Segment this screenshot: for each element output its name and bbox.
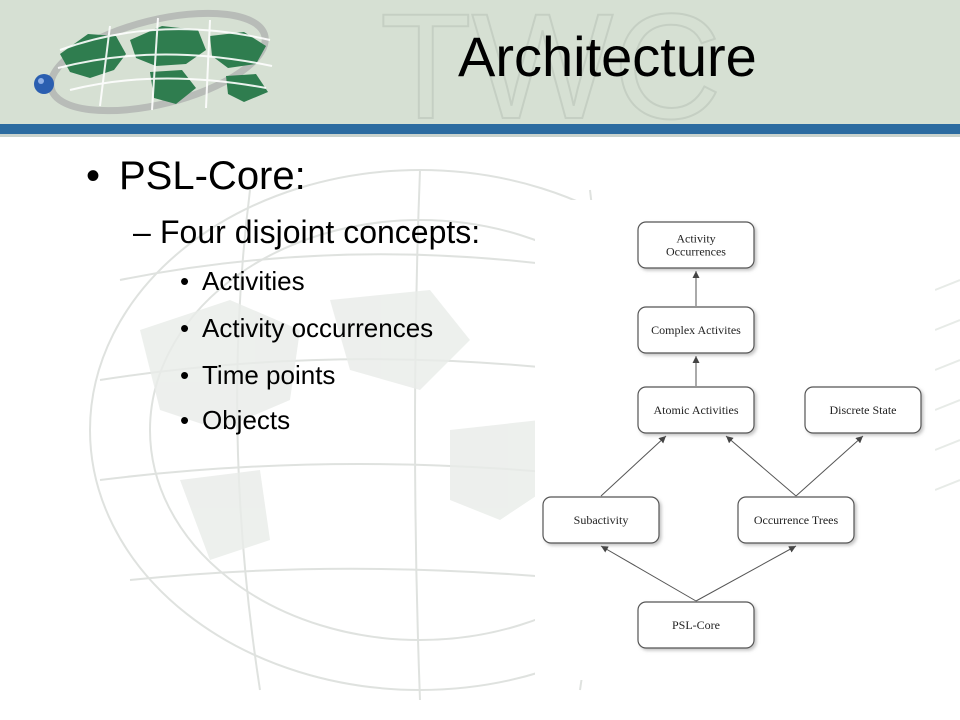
- bullet-level2: –Four disjoint concepts:: [133, 214, 480, 251]
- node-discrete-state: Discrete State: [804, 386, 922, 434]
- node-box: [637, 386, 755, 434]
- bullet-marker: •: [180, 360, 190, 390]
- bullet-marker: •: [180, 405, 190, 435]
- header-watermark-text: TWC: [380, 0, 722, 124]
- node-box: [737, 496, 855, 544]
- edge-occurrence_trees-to-atomic_activities: [725, 435, 797, 497]
- node-atomic-activities: Atomic Activities: [637, 386, 755, 434]
- bullet-level3-activities: • Activities: [180, 266, 305, 297]
- node-box: [637, 221, 755, 269]
- node-label: Occurrence Trees: [754, 513, 839, 527]
- header-watermark: TWC: [379, 0, 723, 124]
- bullet-level3-time-points: • Time points: [180, 360, 335, 391]
- bullet-marker: •: [86, 154, 101, 198]
- node-label: Occurrences: [666, 245, 726, 259]
- globe-logo-icon: [34, 9, 273, 115]
- header-divider-shadow: [0, 134, 960, 137]
- node-label: Complex Activites: [651, 323, 741, 337]
- node-box: [637, 601, 755, 649]
- bullet-text: Objects: [202, 405, 291, 435]
- node-subactivity: Subactivity: [542, 496, 660, 544]
- header-divider-bar: [0, 124, 960, 134]
- bullet-text: Time points: [202, 360, 336, 390]
- bullet-level3-activity-occurrences: • Activity occurrences: [180, 313, 433, 344]
- bullet-level1: • PSL-Core:: [86, 154, 306, 199]
- bullet-marker: –: [133, 214, 151, 250]
- bullet-text: PSL-Core:: [119, 154, 306, 198]
- slide-title: Architecture: [458, 25, 757, 88]
- bullet-marker: •: [180, 266, 190, 296]
- node-label: Discrete State: [830, 403, 897, 417]
- node-label: Subactivity: [574, 513, 629, 527]
- node-complex-activities: Complex Activites: [637, 306, 755, 354]
- edge-psl_core-to-occurrence_trees: [695, 545, 797, 602]
- edge-psl_core-to-subactivity: [600, 545, 697, 602]
- node-label: PSL-Core: [672, 618, 720, 632]
- node-box: [637, 306, 755, 354]
- diagram-panel: [535, 200, 935, 680]
- node-psl-core: PSL-Core: [637, 601, 755, 649]
- node-box: [804, 386, 922, 434]
- bullet-text: Four disjoint concepts:: [160, 214, 481, 250]
- edge-occurrence_trees-to-discrete_state: [795, 435, 864, 497]
- bullet-text: Activities: [202, 266, 305, 296]
- bullet-text: Activity occurrences: [202, 313, 434, 343]
- bullet-level3-objects: • Objects: [180, 405, 290, 436]
- node-label: Activity: [676, 232, 715, 246]
- edge-subactivity-to-atomic_activities: [600, 435, 667, 497]
- bullet-marker: •: [180, 313, 190, 343]
- node-box: [542, 496, 660, 544]
- node-label: Atomic Activities: [654, 403, 739, 417]
- node-occurrence-trees: Occurrence Trees: [737, 496, 855, 544]
